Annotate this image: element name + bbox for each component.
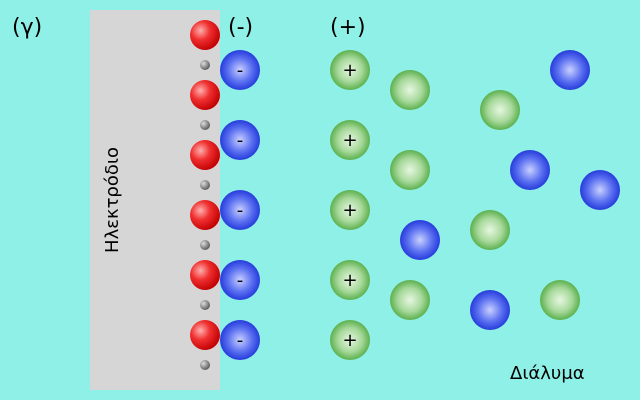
solution-cation-sphere [480,90,520,130]
surface-charge-sphere [190,140,220,170]
anion-sign: - [237,60,244,81]
solution-cation-sphere [540,280,580,320]
anion-sign: - [237,330,244,351]
panel-label: (γ) [12,15,42,40]
surface-charge-sphere [190,20,220,50]
solution-cation-sphere [390,70,430,110]
solution-anion-sphere [400,220,440,260]
electron-dot [200,360,210,370]
solution-cation-sphere [390,150,430,190]
solution-cation-sphere [470,210,510,250]
solution-cation-sphere [390,280,430,320]
anion-sign: - [237,200,244,221]
solution-label: Διάλυμα [510,363,585,384]
solution-anion-sphere [470,290,510,330]
electron-dot [200,300,210,310]
positive-layer-label: (+) [330,15,366,40]
cation-sign: + [342,60,357,81]
electron-dot [200,240,210,250]
anion-sign: - [237,130,244,151]
solution-anion-sphere [580,170,620,210]
surface-charge-sphere [190,80,220,110]
electron-dot [200,60,210,70]
electron-dot [200,180,210,190]
solution-anion-sphere [510,150,550,190]
surface-charge-sphere [190,320,220,350]
electron-dot [200,120,210,130]
cation-sign: + [342,200,357,221]
anion-sign: - [237,270,244,291]
solution-anion-sphere [550,50,590,90]
cation-sign: + [342,270,357,291]
surface-charge-sphere [190,260,220,290]
negative-layer-label: (-) [228,15,253,40]
cation-sign: + [342,330,357,351]
surface-charge-sphere [190,200,220,230]
cation-sign: + [342,130,357,151]
electrode-label: Ηλεκτρόδιο [102,147,123,253]
